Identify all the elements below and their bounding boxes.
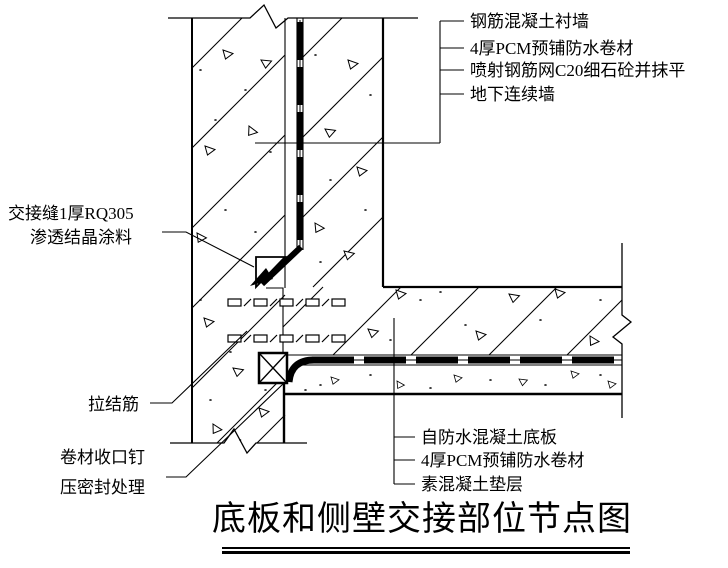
- membrane-wall: [250, 20, 304, 290]
- concrete-texture-dots: [199, 54, 602, 441]
- membrane-floor: [285, 356, 622, 383]
- label-diaphragm-wall: 地下连续墙: [470, 85, 555, 104]
- title-underline-top: [222, 547, 630, 549]
- label-plain-concrete-cushion: 素混凝土垫层: [421, 475, 523, 494]
- label-tie-bar: 拉结筋: [88, 395, 139, 414]
- label-membrane-end-line2: 压密封处理: [60, 478, 145, 497]
- leader-lines: [150, 20, 464, 485]
- label-pcm-membrane-floor: 4厚PCM预铺防水卷材: [421, 451, 585, 470]
- drawing-title: 底板和侧壁交接部位节点图: [212, 501, 632, 538]
- label-shotcrete-leveling: 喷射钢筋网C20细石砼并抹平: [470, 61, 686, 80]
- hatch-lining-wall: [302, 17, 384, 288]
- label-joint-coating-line2: 渗透结晶涂料: [30, 228, 132, 247]
- tie-bar-rows: [227, 298, 346, 343]
- label-waterproof-slab: 自防水混凝土底板: [421, 428, 557, 447]
- label-joint-coating-line1: 交接缝1厚RQ305: [8, 204, 134, 223]
- title-underline-bottom: [222, 551, 630, 554]
- membrane-termination-box: [257, 351, 289, 385]
- label-lining-wall: 钢筋混凝土衬墙: [470, 12, 589, 31]
- hatch-bottom-slab: [282, 286, 623, 356]
- label-pcm-membrane-wall: 4厚PCM预铺防水卷材: [470, 39, 634, 58]
- label-membrane-end-line1: 卷材收口钉: [60, 448, 145, 467]
